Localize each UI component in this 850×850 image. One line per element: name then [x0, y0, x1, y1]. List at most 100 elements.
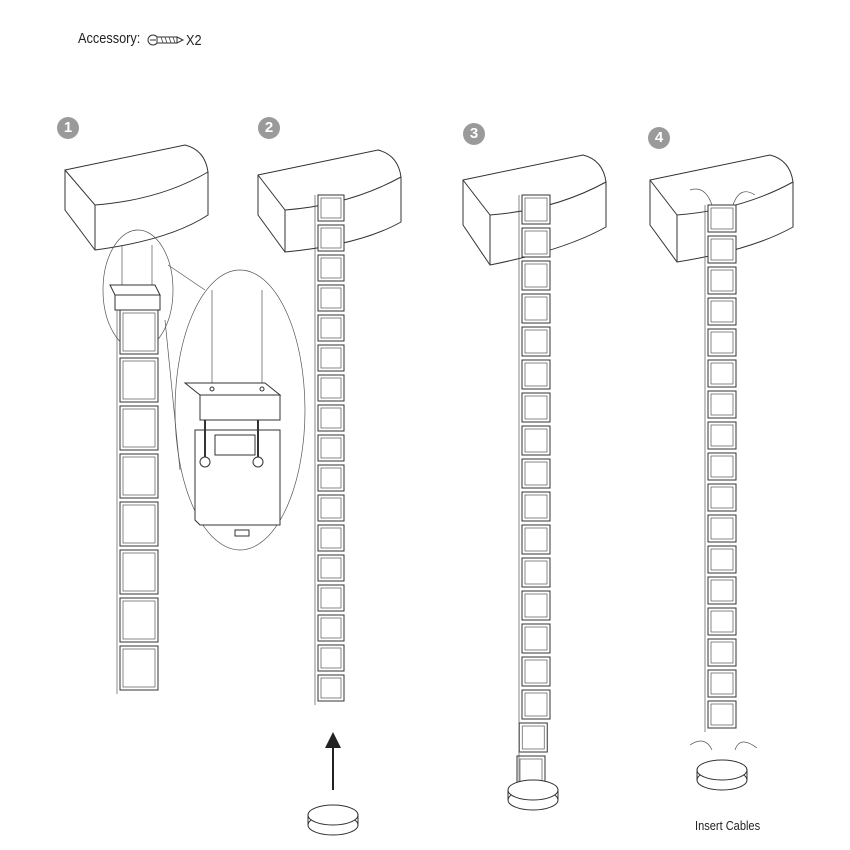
chain-link-window	[524, 329, 548, 354]
chain-link-window	[710, 517, 734, 540]
chain-link	[317, 674, 345, 702]
chain-link-window	[524, 395, 548, 420]
floor-base-step-2	[307, 804, 359, 836]
floor-base-step-4	[696, 759, 748, 791]
chain-link	[317, 374, 345, 402]
chain-link	[317, 644, 345, 672]
chain-link-window	[320, 227, 342, 249]
chain-link-window	[710, 393, 734, 416]
chain-link-window	[122, 360, 156, 400]
chain-link-window	[320, 617, 342, 639]
chain-link-window	[122, 600, 156, 640]
detail-circle-large	[174, 269, 306, 551]
chain-link-window	[524, 428, 548, 453]
cable-chain-step-3	[516, 194, 551, 789]
chain-link	[317, 284, 345, 312]
chain-link-window	[122, 408, 156, 448]
chain-link-window	[320, 587, 342, 609]
chain-link-window	[710, 238, 734, 261]
chain-link	[317, 254, 345, 282]
chain-link	[521, 656, 551, 687]
chain-link	[317, 344, 345, 372]
screw-icon	[147, 34, 185, 46]
chain-link	[317, 614, 345, 642]
chain-link	[119, 309, 159, 355]
chain-link-window	[320, 287, 342, 309]
chain-link	[119, 597, 159, 643]
accessory-quantity: X2	[186, 32, 202, 49]
chain-link	[707, 297, 737, 326]
chain-link-window	[524, 659, 548, 684]
chain-link	[317, 404, 345, 432]
chain-link-window	[320, 497, 342, 519]
chain-link-window	[320, 467, 342, 489]
chain-link	[317, 434, 345, 462]
chain-link-window	[710, 207, 734, 230]
chain-link	[707, 359, 737, 388]
chain-link	[518, 722, 548, 753]
chain-link	[317, 554, 345, 582]
chain-link-window	[710, 672, 734, 695]
chain-link	[317, 194, 345, 222]
chain-link	[707, 266, 737, 295]
chain-link-window	[122, 648, 156, 688]
mounting-bracket-step-1	[109, 245, 161, 311]
chain-link	[521, 590, 551, 621]
chain-link-window	[524, 560, 548, 585]
chain-link	[119, 549, 159, 595]
step-4-caption: Insert Cables	[695, 818, 761, 833]
chain-link	[707, 235, 737, 264]
chain-link-window	[320, 317, 342, 339]
chain-link	[707, 328, 737, 357]
chain-link	[707, 421, 737, 450]
chain-link-window	[710, 579, 734, 602]
chain-link	[707, 204, 737, 233]
chain-link-window	[710, 548, 734, 571]
mounting-bracket-detail	[183, 290, 282, 537]
chain-link-window	[710, 269, 734, 292]
chain-link	[521, 458, 551, 489]
chain-link-window	[710, 424, 734, 447]
insert-arrow	[325, 732, 341, 790]
chain-link	[707, 700, 737, 729]
chain-link-window	[122, 552, 156, 592]
chain-link	[707, 514, 737, 543]
chain-link	[521, 491, 551, 522]
chain-link	[119, 453, 159, 499]
chain-link-window	[710, 641, 734, 664]
chain-link-window	[122, 504, 156, 544]
chain-link-window	[710, 486, 734, 509]
chain-link-window	[320, 347, 342, 369]
cable-chain-step-1	[116, 309, 159, 694]
chain-link-window	[320, 437, 342, 459]
chain-link	[521, 194, 551, 225]
chain-link-window	[524, 527, 548, 552]
chain-link	[707, 483, 737, 512]
floor-base-step-3	[507, 779, 559, 811]
chain-link-window	[320, 377, 342, 399]
chain-link-window	[524, 296, 548, 321]
chain-link-window	[320, 197, 342, 219]
chain-link	[707, 545, 737, 574]
chain-link	[521, 260, 551, 291]
chain-link	[119, 357, 159, 403]
accessory-label: Accessory:	[78, 30, 141, 47]
chain-link	[521, 326, 551, 357]
chain-link-window	[524, 692, 548, 717]
chain-link	[317, 584, 345, 612]
chain-link-window	[524, 626, 548, 651]
chain-link-window	[524, 362, 548, 387]
chain-link	[707, 607, 737, 636]
chain-link	[521, 359, 551, 390]
chain-link-window	[320, 407, 342, 429]
chain-link-window	[320, 557, 342, 579]
chain-link-window	[710, 455, 734, 478]
chain-link-window	[122, 312, 156, 352]
chain-link	[521, 557, 551, 588]
chain-link	[521, 392, 551, 423]
chain-link-window	[521, 725, 545, 750]
chain-link	[707, 638, 737, 667]
chain-link	[521, 689, 551, 720]
chain-link	[521, 623, 551, 654]
